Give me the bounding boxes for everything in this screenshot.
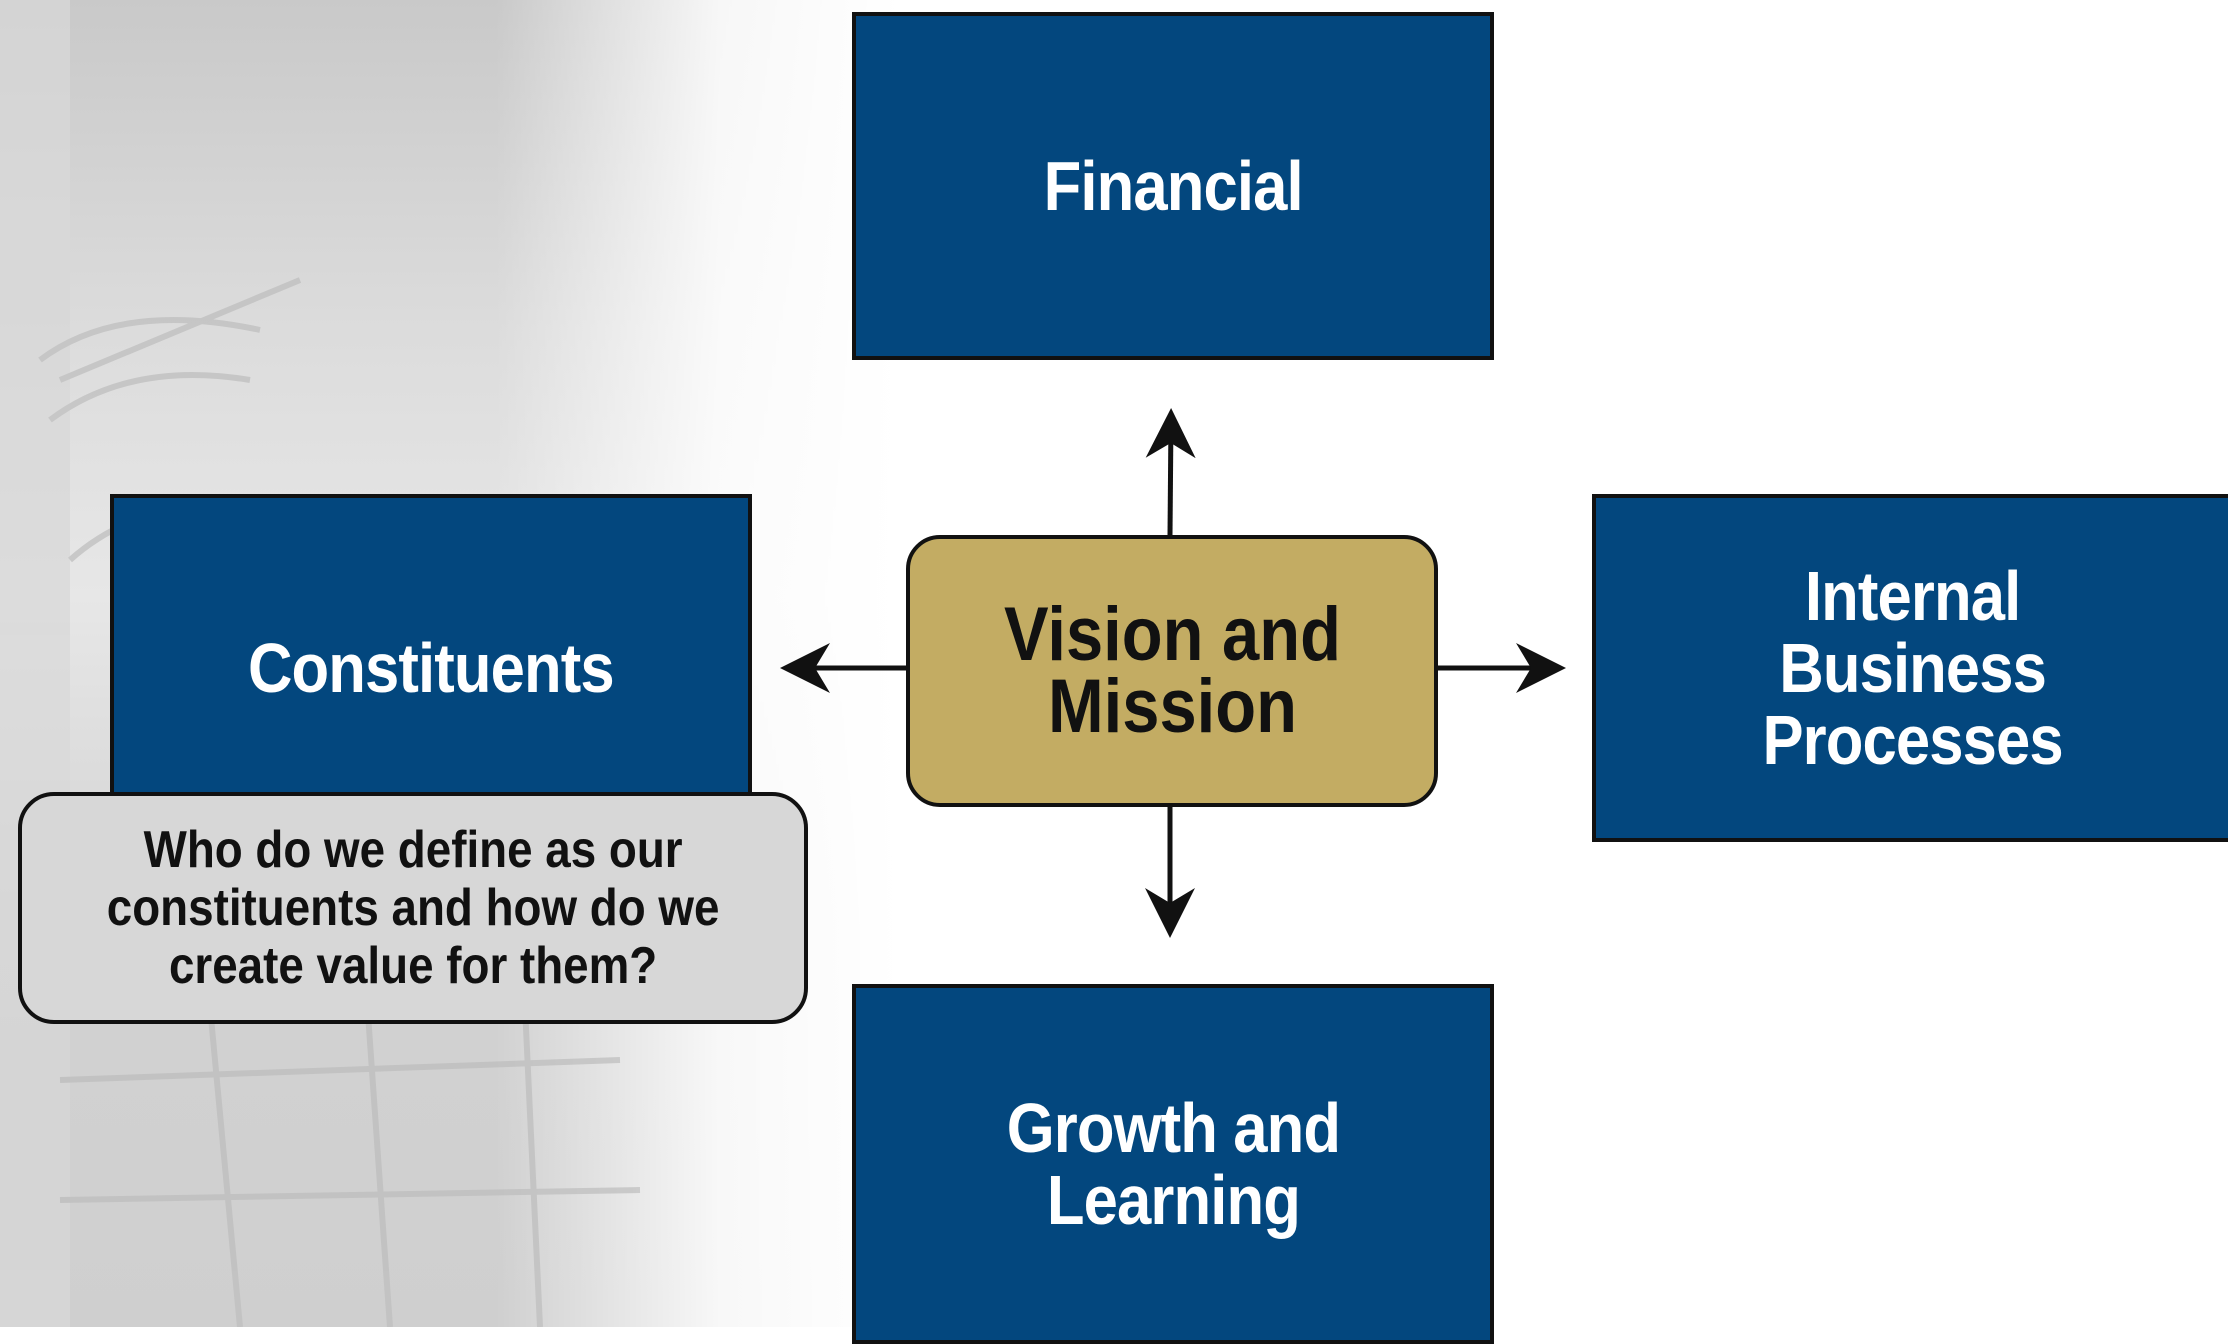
internal-business-processes-label: Internal Business Processes <box>1762 557 2064 779</box>
growth-and-learning-label: Growth and Learning <box>1006 1089 1340 1239</box>
arrow-up <box>1145 408 1196 536</box>
vision-and-mission-box: Vision and Mission <box>906 535 1438 807</box>
internal-business-processes-box: Internal Business Processes <box>1592 494 2228 842</box>
constituents-box: Constituents <box>110 494 752 842</box>
growth-and-learning-box: Growth and Learning <box>852 984 1494 1344</box>
financial-box: Financial <box>852 12 1494 360</box>
constituents-label: Constituents <box>248 629 615 707</box>
financial-label: Financial <box>1043 147 1303 225</box>
callout-text: Who do we define as our constituents and… <box>106 821 720 995</box>
constituents-question-callout: Who do we define as our constituents and… <box>18 792 808 1024</box>
vision-and-mission-label: Vision and Mission <box>1003 592 1341 749</box>
